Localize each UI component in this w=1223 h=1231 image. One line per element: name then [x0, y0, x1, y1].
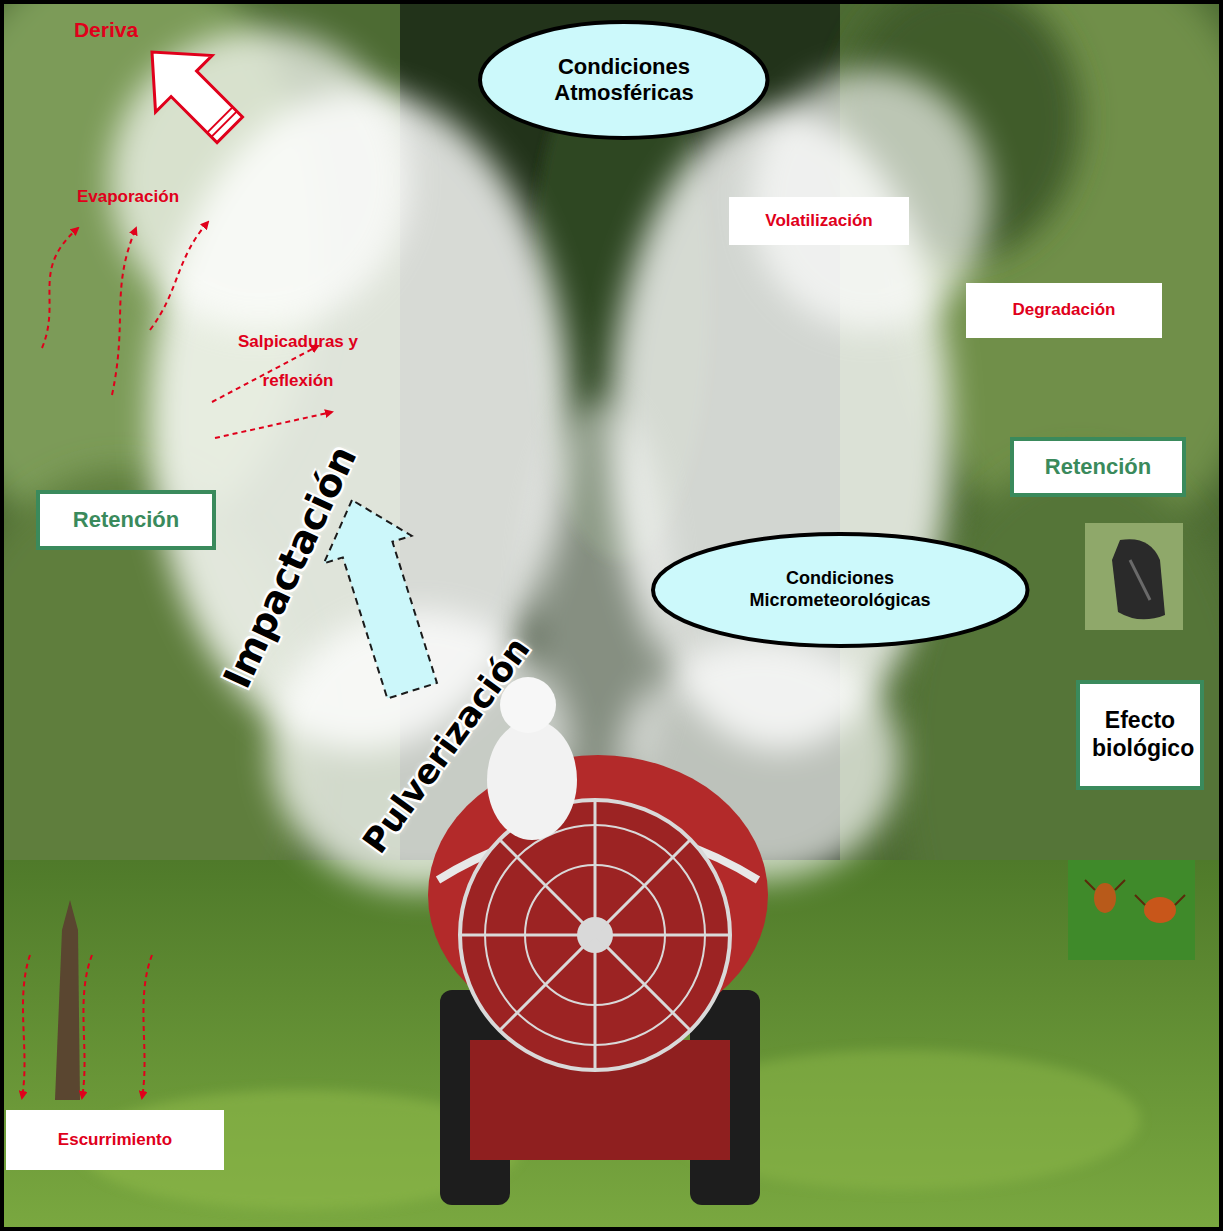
evaporation-arrows-part	[150, 222, 208, 330]
box-shape	[729, 197, 909, 245]
node-text: Efecto biológico	[1092, 707, 1188, 762]
node-text: Volatilización	[765, 211, 872, 231]
pest-photos-part	[1094, 883, 1116, 913]
node-text: Condiciones Micrometeorológicas	[715, 568, 965, 611]
node-text: Degradación	[1013, 300, 1116, 320]
effect-box: Efecto biológico	[1076, 680, 1204, 790]
runoff-arrows-part	[82, 955, 92, 1098]
box-shape	[1012, 439, 1184, 495]
node-text: Condiciones Atmosféricas	[529, 54, 719, 107]
pest-photos-part	[1144, 897, 1176, 923]
tree-trunk-part	[55, 900, 80, 1100]
box-shape	[6, 1110, 224, 1170]
node-text: Escurrimiento	[58, 1130, 172, 1150]
micromet-ellipse: Condiciones Micrometeorológicas	[651, 532, 1030, 648]
pest-photos-part	[1068, 860, 1195, 960]
sprayer-tractor	[428, 755, 768, 1205]
retention-box: Retención	[36, 490, 216, 550]
node-text: Retención	[1045, 454, 1151, 480]
sprayer-tractor-part	[460, 800, 730, 1070]
drift-arrow-part-part	[124, 24, 258, 158]
process-box: Escurrimiento	[6, 1110, 224, 1170]
splash-arrows	[212, 346, 332, 438]
spraying-label: Pulverización	[354, 629, 537, 860]
ellipse-shape	[480, 22, 768, 138]
pest-photos-part	[1130, 560, 1150, 600]
evaporation-arrows-part	[42, 228, 78, 348]
evaporation-arrows	[42, 222, 208, 395]
impaction-label: Impactación	[215, 439, 365, 695]
box-shape	[1078, 682, 1202, 788]
runoff-arrows	[22, 955, 152, 1098]
atmospheric-ellipse: Condiciones Atmosféricas	[478, 20, 770, 140]
drift-arrow-part	[124, 24, 258, 158]
drift-arrow-part-part	[207, 107, 237, 137]
runoff-arrows-part	[22, 955, 30, 1098]
pest-photos-part	[1085, 523, 1183, 630]
runoff-arrows-part	[142, 955, 152, 1098]
evaporation-arrows-part	[112, 228, 136, 395]
evaporation-label: Evaporación	[77, 187, 179, 207]
spray-mist	[110, 30, 990, 890]
operator-figure-part	[487, 720, 577, 840]
box-shape	[38, 492, 214, 548]
tree-trunk	[55, 900, 80, 1100]
splash-arrows-part	[215, 412, 332, 438]
drift-arrow	[124, 24, 258, 158]
retention-box: Retención	[1010, 437, 1186, 497]
ellipse-shape	[653, 534, 1028, 646]
node-text: Retención	[73, 507, 179, 533]
pest-photos-part	[1112, 539, 1165, 619]
box-shape	[966, 283, 1162, 338]
drift-label: Deriva	[74, 18, 138, 42]
process-box: Volatilización	[729, 197, 909, 245]
splash-label: Salpicaduras y reflexión	[236, 322, 360, 400]
sprayer-tractor-part	[460, 800, 730, 1070]
process-box: Degradación	[966, 283, 1162, 338]
pest-photos-part	[1085, 880, 1185, 905]
